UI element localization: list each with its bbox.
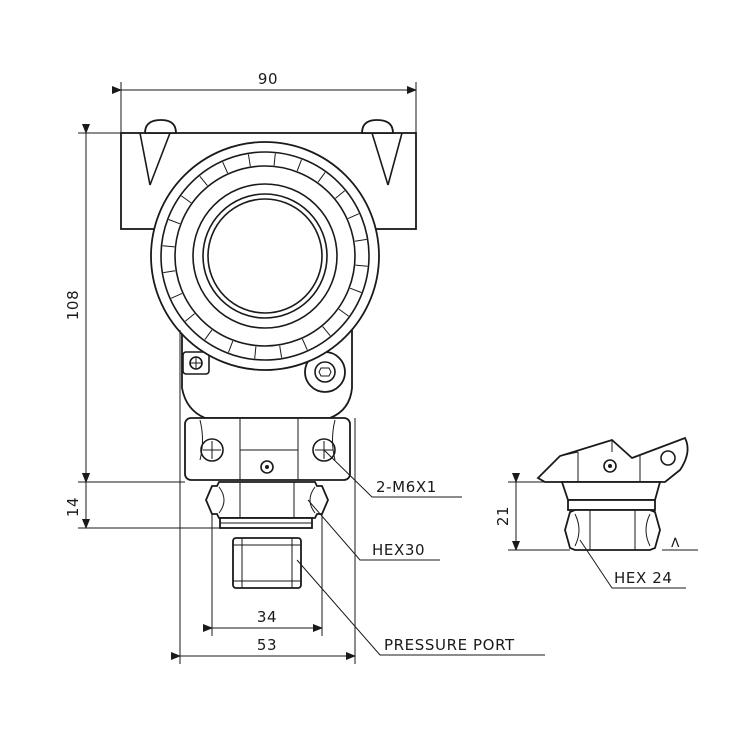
main-view: 90 108 14 34 53 (64, 70, 545, 664)
knurl-mark (301, 338, 308, 351)
dim-label-108: 108 (64, 290, 82, 320)
knurl-mark (296, 159, 302, 172)
knurl-mark (279, 345, 283, 358)
side-hole (660, 450, 676, 466)
knurl-mark (184, 313, 195, 322)
callout-mount-holes: 2-M6X1 (323, 449, 462, 498)
ground-screw (182, 351, 210, 375)
side-view: 21 > HEX 24 (494, 436, 698, 589)
dim-width-53: 53 (171, 330, 356, 664)
washer (219, 517, 313, 529)
dim-height-108: 108 (64, 124, 185, 483)
knurl-mark (181, 195, 192, 204)
knurl-mark (162, 245, 175, 248)
callout-label-hex30: HEX30 (372, 541, 425, 559)
knurl-mark (199, 175, 208, 186)
knurl-mark (222, 161, 229, 174)
dim-width-34: 34 (203, 514, 323, 636)
knurl-mark (338, 308, 349, 317)
round-head (150, 141, 380, 371)
center-screw (260, 460, 274, 474)
knurl-mark (317, 172, 326, 183)
dim-label-34: 34 (257, 608, 277, 626)
dim-label-14: 14 (64, 497, 82, 517)
knurl-mark (322, 326, 331, 337)
knurl-mark (335, 190, 346, 199)
knurl-mark (254, 346, 257, 359)
knurl-mark (247, 154, 251, 167)
sensor-body (184, 417, 351, 481)
callout-label-hex24: HEX 24 (614, 569, 673, 587)
callout-hex30: HEX30 (307, 499, 440, 561)
side-screw (603, 459, 617, 473)
knurl-mark (354, 238, 367, 242)
knurl-mark (163, 270, 176, 274)
dim-height-21: 21 (494, 473, 570, 551)
knurl-marks (162, 153, 368, 359)
callout-label-pressure-port: PRESSURE PORT (384, 636, 515, 654)
knurl-mark (273, 153, 276, 166)
callout-hex24: HEX 24 (579, 539, 686, 589)
mount-hole-left (200, 438, 224, 462)
side-mark-label: > (666, 535, 684, 548)
pressure-port (232, 537, 302, 589)
dim-height-14: 14 (64, 473, 220, 529)
side-mark: > (662, 535, 698, 551)
knurl-mark (349, 287, 362, 293)
dim-label-90: 90 (258, 70, 278, 88)
knurl-mark (228, 340, 234, 353)
knurl-mark (347, 213, 360, 220)
knurl-mark (355, 264, 368, 267)
dim-label-21: 21 (494, 506, 512, 526)
knurl-mark (170, 292, 183, 299)
hex24-nut (564, 509, 661, 551)
dim-width-90: 90 (112, 70, 417, 133)
knurl-mark (168, 219, 181, 225)
knurl-mark (204, 329, 213, 340)
dim-label-53: 53 (257, 636, 277, 654)
side-nut-top (560, 481, 662, 511)
hex30-nut (205, 481, 329, 519)
callout-pressure-port: PRESSURE PORT (296, 559, 545, 656)
callout-label-mount-holes: 2-M6X1 (376, 478, 437, 496)
